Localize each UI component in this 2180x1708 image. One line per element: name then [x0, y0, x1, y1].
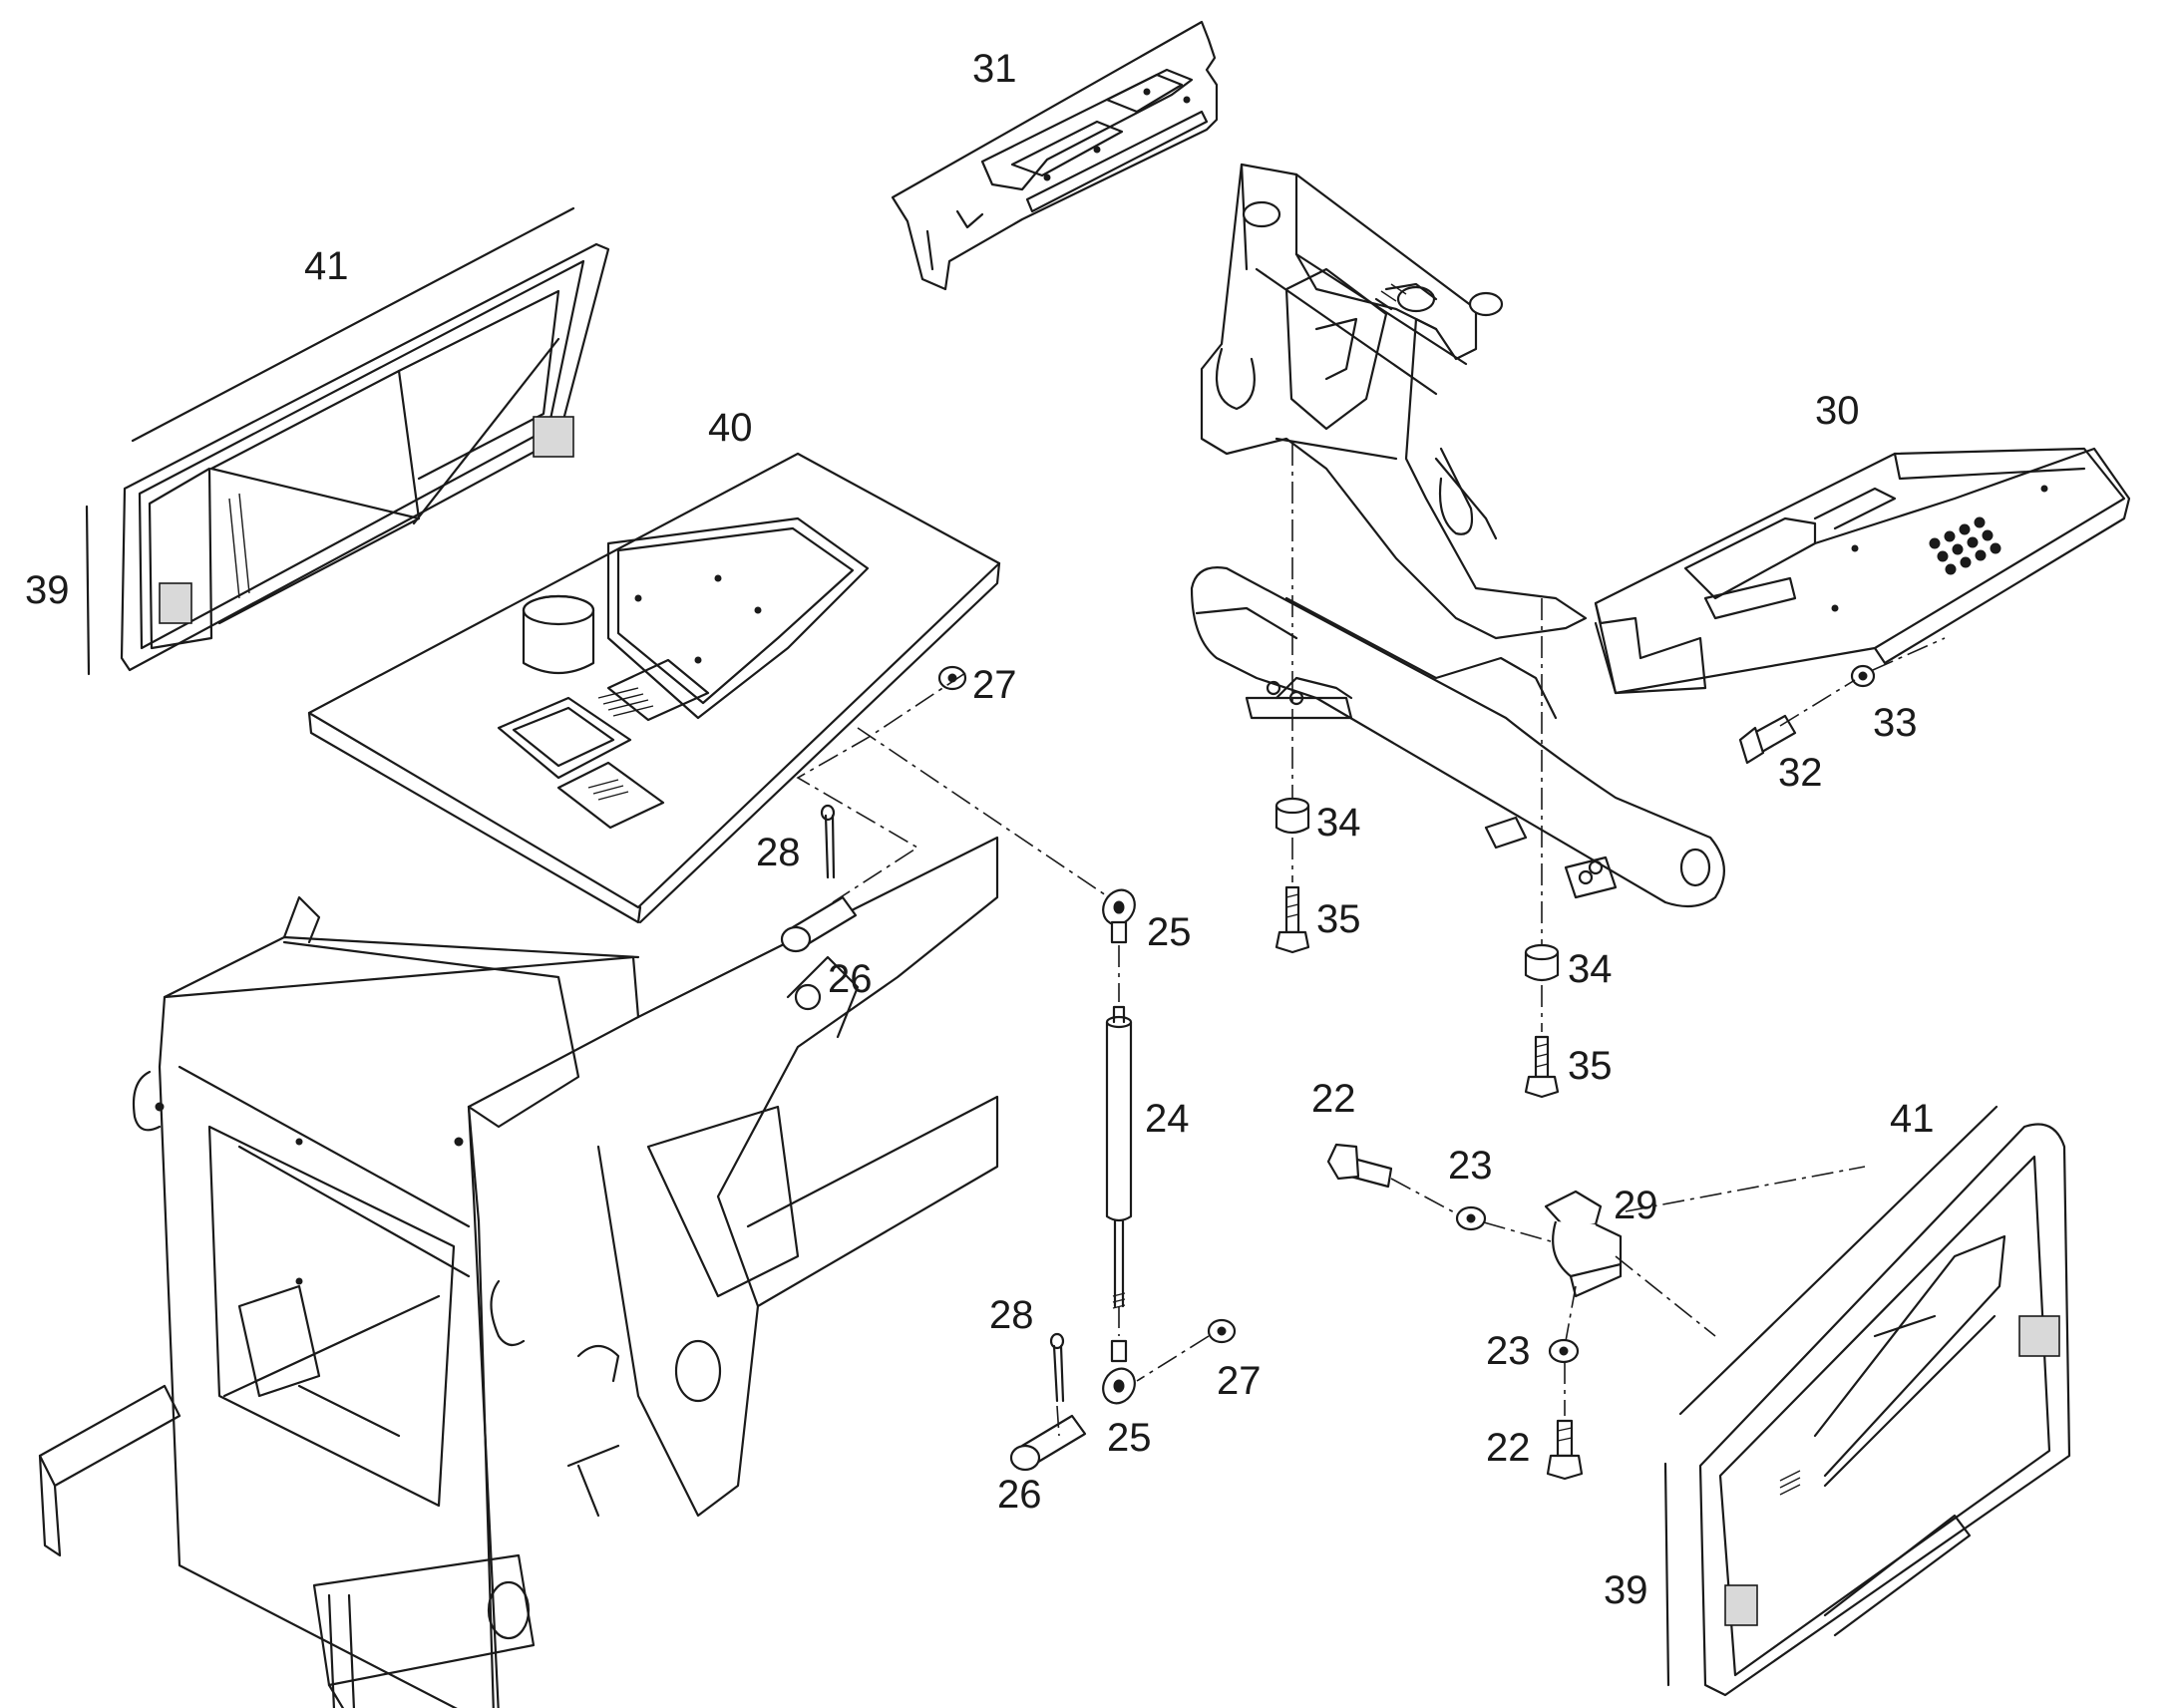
- callout-34: 34: [1568, 947, 1613, 991]
- part-41-strip-right: [1678, 1105, 1998, 1416]
- callout-22: 22: [1486, 1426, 1531, 1470]
- callout-22: 22: [1311, 1077, 1356, 1121]
- part-28-cotter-pin-bottom: [1049, 1332, 1065, 1403]
- assembly-lines: [796, 444, 1946, 1437]
- callout-28: 28: [989, 1293, 1034, 1337]
- callout-35: 35: [1568, 1044, 1613, 1088]
- part-39-strip-left: [85, 505, 91, 676]
- part-24-gas-strut: [1105, 1005, 1133, 1309]
- callout-41: 41: [1890, 1097, 1935, 1141]
- part-31-bracket-plate: [891, 20, 1219, 291]
- part-22-bolt-top: [1326, 1143, 1393, 1189]
- part-26-pin-top: [780, 895, 858, 953]
- callout-39: 39: [25, 568, 70, 612]
- callout-35: 35: [1316, 897, 1361, 941]
- part-32-bolt: [1738, 714, 1797, 765]
- part-28-cotter-pin-top: [820, 804, 836, 879]
- callout-26: 26: [997, 1473, 1042, 1517]
- step-plate-grid: [1929, 516, 2001, 575]
- part-39-strip-right: [1663, 1462, 1670, 1687]
- main-frame-chassis: [38, 836, 999, 1708]
- callout-33: 33: [1873, 701, 1918, 745]
- callout-25: 25: [1107, 1416, 1152, 1460]
- part-34-bushing-right: [1524, 943, 1560, 982]
- part-33-washer: [1850, 664, 1876, 688]
- callout-29: 29: [1614, 1184, 1658, 1227]
- callout-27: 27: [972, 663, 1017, 707]
- part-23-washer-top: [1455, 1205, 1487, 1231]
- callout-39: 39: [1604, 1568, 1648, 1612]
- part-29-clamp: [1544, 1190, 1623, 1298]
- callout-25: 25: [1147, 910, 1192, 954]
- part-35-bolt-left: [1274, 885, 1310, 954]
- pivot-frame-bracket: [1200, 163, 1588, 640]
- callout-24: 24: [1145, 1097, 1190, 1141]
- part-26-pin-bottom: [1009, 1414, 1087, 1472]
- callout-28: 28: [756, 831, 801, 874]
- part-30-step-plate: [1594, 447, 2131, 695]
- part-25-rod-end-bottom: [1102, 1339, 1136, 1405]
- side-door-panel-left: [120, 242, 610, 672]
- callout-23: 23: [1486, 1329, 1531, 1373]
- callout-32: 32: [1778, 751, 1823, 795]
- lift-arm: [1190, 566, 1725, 908]
- part-27-washer-top: [937, 665, 967, 691]
- callout-27: 27: [1217, 1359, 1262, 1403]
- part-22-bolt-bottom: [1546, 1419, 1584, 1481]
- part-40-floor-panel: [307, 452, 1001, 924]
- callout-23: 23: [1448, 1144, 1493, 1188]
- part-34-bushing-left: [1274, 797, 1310, 835]
- part-27-washer-bottom: [1207, 1318, 1237, 1344]
- callout-30: 30: [1815, 389, 1860, 433]
- callout-41: 41: [304, 244, 349, 288]
- callout-31: 31: [972, 47, 1017, 91]
- callout-26: 26: [828, 957, 873, 1001]
- part-23-washer-bottom: [1548, 1338, 1580, 1364]
- callout-labels: 31 41 40 39 27 28 26 25 24 28 27 25 26 3…: [25, 47, 1935, 1612]
- callout-34: 34: [1316, 801, 1361, 845]
- side-door-panel-right: [1698, 1123, 2071, 1697]
- callout-40: 40: [708, 406, 753, 450]
- part-25-rod-end-top: [1102, 888, 1136, 944]
- part-41-strip-top: [131, 206, 575, 443]
- part-35-bolt-right: [1524, 1035, 1560, 1099]
